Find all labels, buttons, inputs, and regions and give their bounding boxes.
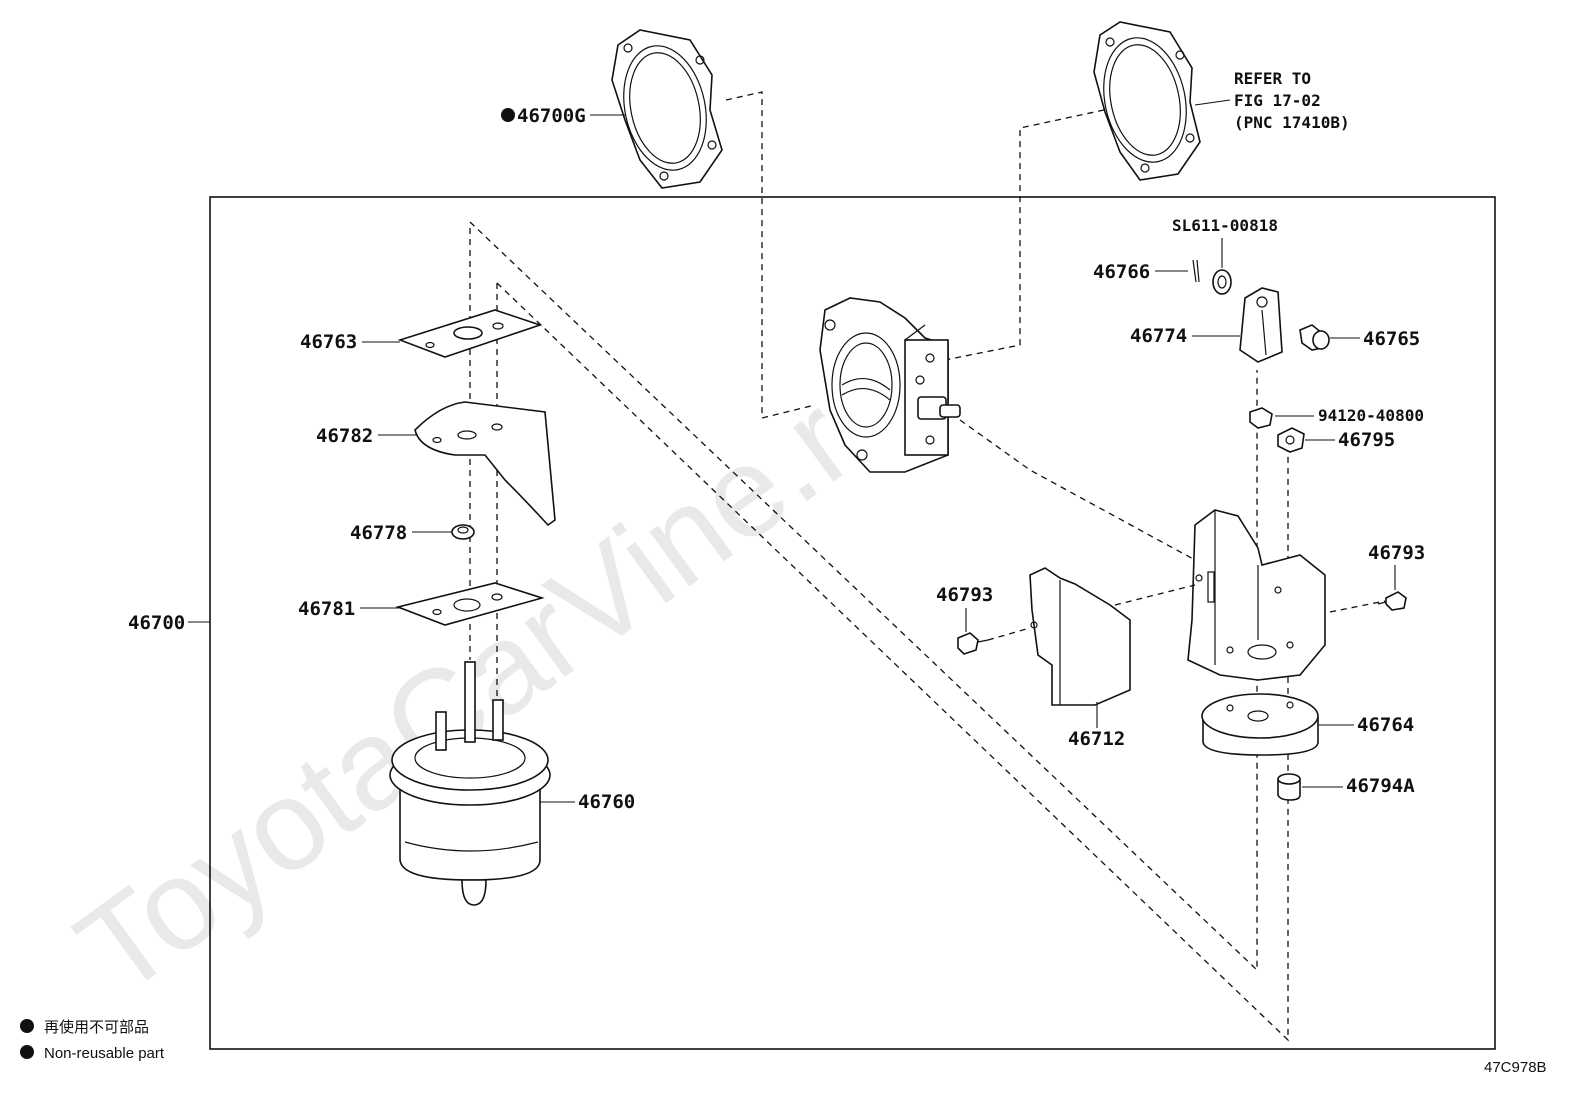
legend-text-jp: 再使用不可部品 [44, 1019, 149, 1036]
actuator-46760 [389, 661, 551, 906]
label-46712: 46712 [1068, 728, 1125, 750]
bolt-46793-left [957, 632, 989, 655]
legend-bullet-jp [20, 1019, 34, 1033]
label-46765: 46765 [1363, 328, 1420, 350]
label-46766: 46766 [1093, 261, 1150, 283]
dash-46793-left [987, 627, 1031, 641]
nut-94120-40800 [1249, 407, 1273, 429]
leader-refer [1194, 99, 1231, 106]
cover-46712 [1029, 567, 1131, 706]
gasket-ref-17410B [1093, 21, 1201, 181]
bracket-46782 [414, 401, 556, 527]
dash-46700G [725, 91, 816, 419]
cotter-pin-46766 [1192, 259, 1200, 283]
figure-code: 47C978B [1484, 1059, 1547, 1076]
refer-note-line-2: FIG 17-02 [1234, 91, 1321, 110]
nut-46795 [1277, 427, 1305, 453]
label-94120-40800: 94120-40800 [1318, 406, 1424, 425]
label-46794A: 46794A [1346, 775, 1415, 797]
label-46774: 46774 [1130, 325, 1187, 347]
plate-46781 [395, 582, 545, 626]
dash-valve-shaft [959, 419, 1196, 561]
gasket-46700G [611, 29, 723, 189]
mounting-bracket [1187, 509, 1326, 681]
legend-text-en: Non-reusable part [44, 1045, 165, 1062]
label-46781: 46781 [298, 598, 355, 620]
label-SL611-00818: SL611-00818 [1172, 216, 1278, 235]
clevis-46774 [1239, 287, 1283, 363]
collar-46794A [1277, 773, 1301, 801]
label-46700G: 46700G [517, 105, 586, 127]
refer-note-line-3: (PNC 17410B) [1234, 113, 1350, 132]
pin-46765 [1299, 324, 1330, 351]
bushing-46778 [451, 524, 475, 540]
label-46793-left: 46793 [936, 584, 993, 606]
assembly-frame [209, 196, 1496, 1050]
label-46793-right: 46793 [1368, 542, 1425, 564]
dash-46793-right [1329, 600, 1386, 613]
dash-46712 [1114, 584, 1196, 606]
label-46782: 46782 [316, 425, 373, 447]
label-46700: 46700 [128, 612, 185, 634]
bolt-46793-right [1377, 591, 1407, 611]
label-46778: 46778 [350, 522, 407, 544]
legend: 再使用不可部品 Non-reusable part [20, 1019, 165, 1062]
dash-ref-gasket [944, 109, 1105, 361]
label-46760: 46760 [578, 791, 635, 813]
plate-46763 [397, 309, 543, 358]
exhaust-brake-valve-body [819, 297, 961, 473]
label-46763: 46763 [300, 331, 357, 353]
weight-46764 [1201, 693, 1319, 756]
label-46795: 46795 [1338, 429, 1395, 451]
non-reusable-marker [501, 108, 515, 122]
label-46764: 46764 [1357, 714, 1414, 736]
legend-bullet-en [20, 1045, 34, 1059]
refer-note-line-1: REFER TO [1234, 69, 1311, 88]
washer-SL611 [1212, 269, 1232, 295]
